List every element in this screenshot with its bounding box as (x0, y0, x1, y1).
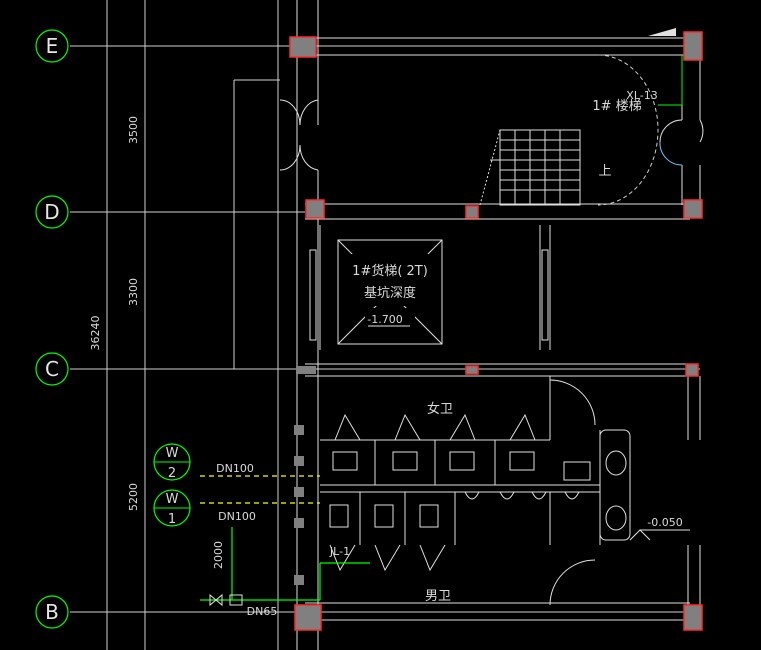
drain-w2-bubble: W 2 (153, 443, 191, 481)
womens-stalls (332, 413, 536, 485)
drain-pipes (200, 475, 320, 504)
xl13-label: XL-13 (626, 89, 657, 102)
floor-level-label: -0.050 (647, 516, 682, 529)
svg-text:E: E (46, 34, 59, 58)
mens-stalls (329, 491, 580, 572)
svg-text:B: B (45, 600, 59, 624)
pipe-length-2000: 2000 (212, 541, 225, 569)
svg-text:D: D (44, 200, 59, 224)
water-supply-pipe (200, 527, 370, 601)
stair-up-label: 上 (598, 164, 611, 179)
svg-text:W: W (166, 492, 179, 507)
stair-door-arc (597, 54, 659, 206)
stair-label: 1# 楼梯 (592, 99, 641, 114)
jl1-label: JL-1 (329, 545, 350, 558)
svg-text:W: W (166, 446, 179, 461)
mens-wc-label: 男卫 (425, 589, 451, 604)
elevator-pit-label: 基坑深度 (364, 285, 416, 301)
dn100-label-b: DN100 (218, 510, 256, 523)
axis-bubble-E: E (35, 29, 69, 63)
dim-5200: 5200 (127, 483, 140, 511)
wall-sleeves (294, 366, 316, 585)
xl13-riser (658, 55, 683, 106)
svg-text:2: 2 (168, 466, 176, 481)
drain-w1-bubble: W 1 (153, 489, 191, 527)
dn100-label-a: DN100 (216, 462, 254, 475)
womens-wc-label: 女卫 (427, 401, 453, 417)
right-double-door (659, 119, 704, 166)
valve-icon (209, 593, 243, 607)
dim-3500: 3500 (127, 116, 140, 144)
dn65-label: DN65 (247, 605, 278, 618)
dim-3300: 3300 (127, 278, 140, 306)
axis-bubble-B: B (35, 595, 69, 629)
svg-text:C: C (45, 357, 59, 381)
elevator-label: 1#货梯( 2T) (352, 263, 428, 279)
elevator-pit-level: -1.700 (367, 313, 402, 326)
grid-lines (70, 0, 700, 650)
toilet-doors (549, 379, 596, 606)
axis-bubble-C: C (35, 352, 69, 386)
columns (289, 31, 703, 631)
axis-bubble-D: D (35, 195, 69, 229)
walls (296, 0, 701, 650)
dim-36240: 36240 (89, 316, 102, 351)
left-double-door (279, 99, 319, 171)
stair (479, 129, 581, 206)
svg-text:1: 1 (168, 512, 176, 527)
washbasins (563, 429, 631, 541)
north-marker (648, 28, 676, 36)
floor-level-marker (629, 529, 690, 541)
